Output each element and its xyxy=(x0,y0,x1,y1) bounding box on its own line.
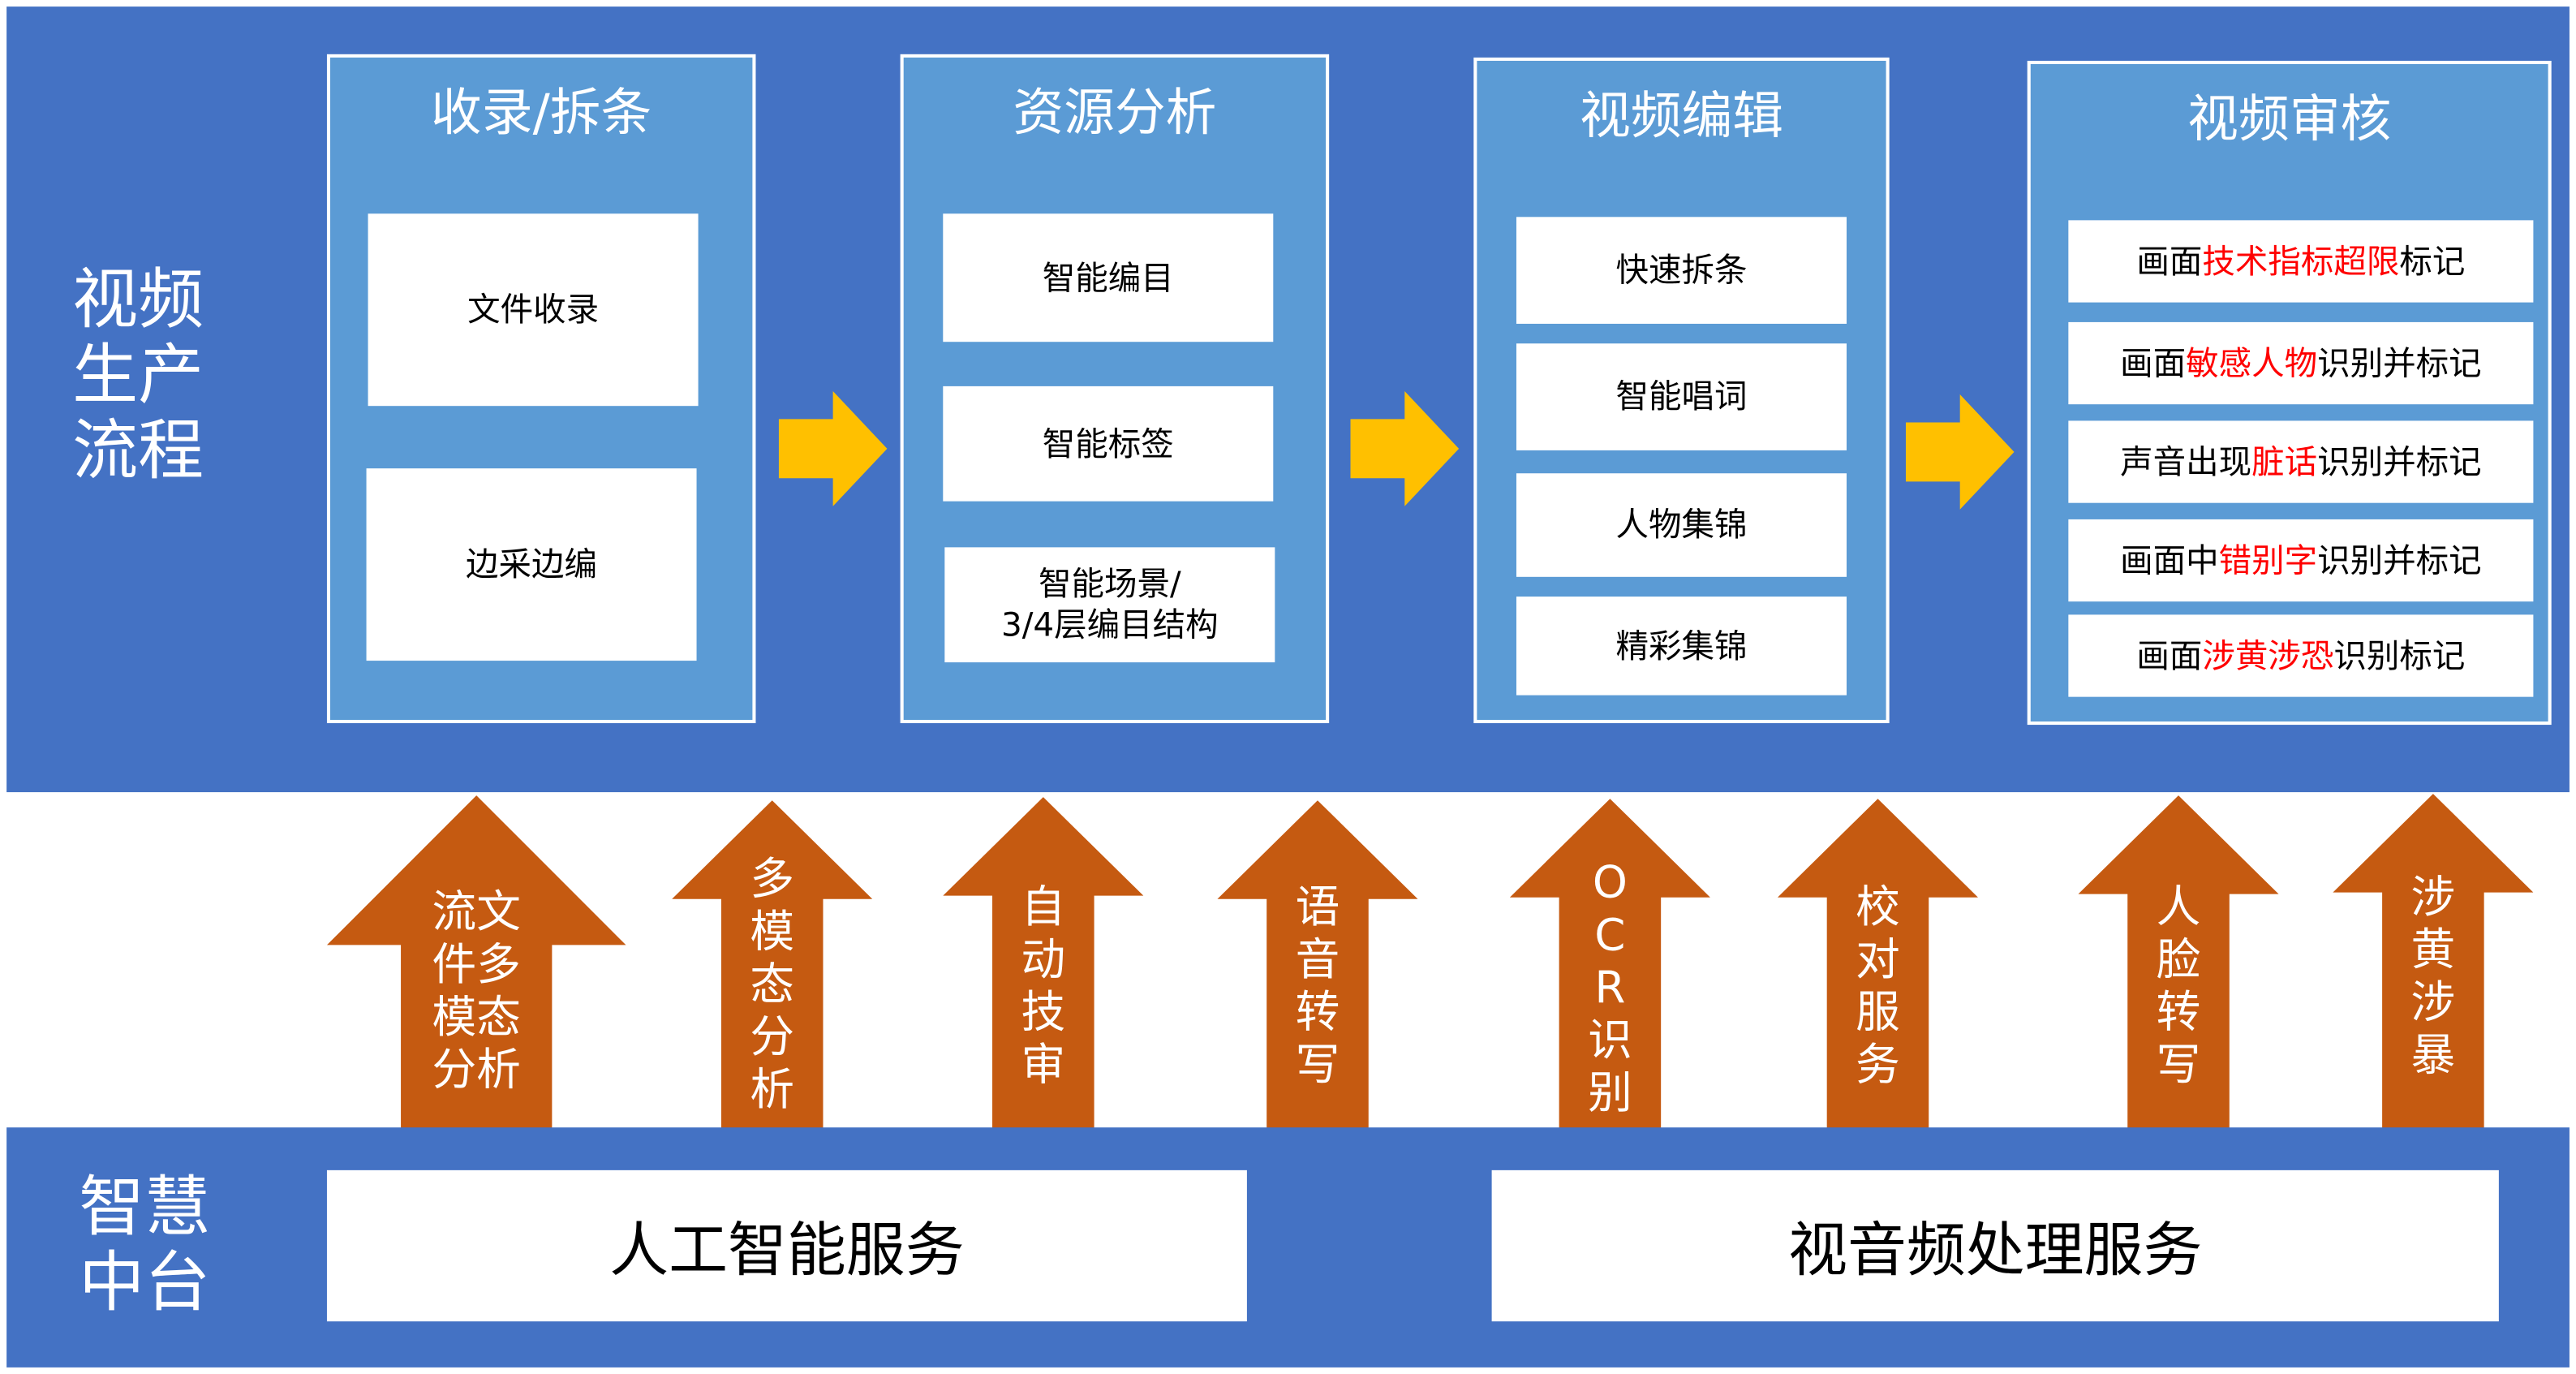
review-text: 声音出现 xyxy=(2120,441,2252,481)
stage-item[interactable]: 文件收录 xyxy=(368,213,699,407)
service-arrow-icon xyxy=(943,797,1144,1131)
stage-item[interactable]: 精彩集锦 xyxy=(1516,597,1847,696)
service-arrow-icon xyxy=(1509,799,1710,1131)
review-text: 画面 xyxy=(2136,635,2203,675)
service-arrow-label: 自 动 技 审 xyxy=(1021,882,1066,1092)
review-text: 识别并标记 xyxy=(2317,342,2482,382)
review-text: 识别并标记 xyxy=(2317,441,2482,481)
stage-ingest: 收录/拆条 文件收录 边采边编 xyxy=(326,54,756,724)
service-arrow-icon xyxy=(672,800,873,1131)
service-arrow-icon xyxy=(1777,799,1978,1131)
service-arrow-icon xyxy=(1217,800,1418,1131)
stage-review: 视频审核 画面技术指标超限标记画面敏感人物识别并标记声音出现脏话识别并标记画面中… xyxy=(2027,60,2552,726)
service-arrow-label: 涉 黄 涉 暴 xyxy=(2410,872,2456,1082)
flow-arrow-icon xyxy=(1350,390,1460,506)
service-arrow-label: 语 音 转 写 xyxy=(1295,882,1340,1092)
service-arrow-label: 人 脸 转 写 xyxy=(2156,882,2201,1092)
review-item[interactable]: 声音出现脏话识别并标记 xyxy=(2068,420,2534,503)
service-arrow-icon xyxy=(2078,795,2279,1131)
highlight-text: 错别字 xyxy=(2218,540,2318,579)
service-arrow-label: O C R 识 别 xyxy=(1588,858,1632,1120)
stage-item[interactable]: 人物集锦 xyxy=(1516,473,1847,577)
stage-item[interactable]: 智能标签 xyxy=(943,385,1274,502)
review-text: 画面 xyxy=(2120,342,2187,382)
stage-item[interactable]: 智能编目 xyxy=(943,213,1274,342)
stage-item[interactable]: 智能场景/ 3/4层编目结构 xyxy=(944,547,1275,663)
highlight-text: 技术指标超限 xyxy=(2202,240,2400,281)
flow-arrow-icon xyxy=(1905,394,2015,510)
review-text: 画面中 xyxy=(2120,540,2219,579)
highlight-text: 脏话 xyxy=(2251,441,2318,481)
review-item[interactable]: 画面技术指标超限标记 xyxy=(2068,220,2534,303)
stage-title: 收录/拆条 xyxy=(431,84,652,144)
review-text: 识别标记 xyxy=(2333,635,2466,675)
service-arrow-icon xyxy=(326,795,626,1131)
review-item[interactable]: 画面中错别字识别并标记 xyxy=(2068,519,2534,602)
stage-analysis: 资源分析 智能编目 智能标签 智能场景/ 3/4层编目结构 xyxy=(900,54,1330,724)
stage-item[interactable]: 智能唱词 xyxy=(1516,343,1847,450)
review-text: 画面 xyxy=(2136,240,2203,281)
service-arrow-label: 校 对 服 务 xyxy=(1856,882,1900,1092)
ai-service[interactable]: 人工智能服务 xyxy=(326,1169,1247,1322)
stage-title: 视频审核 xyxy=(2187,90,2392,150)
stage-editing: 视频编辑 快速拆条 智能唱词 人物集锦 精彩集锦 xyxy=(1473,57,1890,724)
review-item[interactable]: 画面涉黄涉恐识别标记 xyxy=(2068,614,2534,697)
review-item[interactable]: 画面敏感人物识别并标记 xyxy=(2068,321,2534,405)
platform-label: 智慧 中台 xyxy=(79,1169,211,1322)
stage-title: 资源分析 xyxy=(1013,84,1217,144)
production-label: 视频 生产 流程 xyxy=(72,263,204,490)
review-text: 识别并标记 xyxy=(2317,540,2482,579)
stage-item[interactable]: 边采边编 xyxy=(366,468,697,661)
service-arrow-label: 多 模 态 分 析 xyxy=(750,855,795,1117)
highlight-text: 敏感人物 xyxy=(2186,342,2318,382)
review-text: 标记 xyxy=(2399,240,2466,281)
service-arrow-icon xyxy=(2333,794,2534,1131)
flow-arrow-icon xyxy=(778,390,888,506)
av-processing-service[interactable]: 视音频处理服务 xyxy=(1491,1169,2499,1322)
service-arrow-label: 流文 件多 模态 分析 xyxy=(432,887,521,1096)
stage-title: 视频编辑 xyxy=(1579,87,1784,147)
highlight-text: 涉黄涉恐 xyxy=(2202,635,2334,675)
stage-item[interactable]: 快速拆条 xyxy=(1516,217,1847,324)
